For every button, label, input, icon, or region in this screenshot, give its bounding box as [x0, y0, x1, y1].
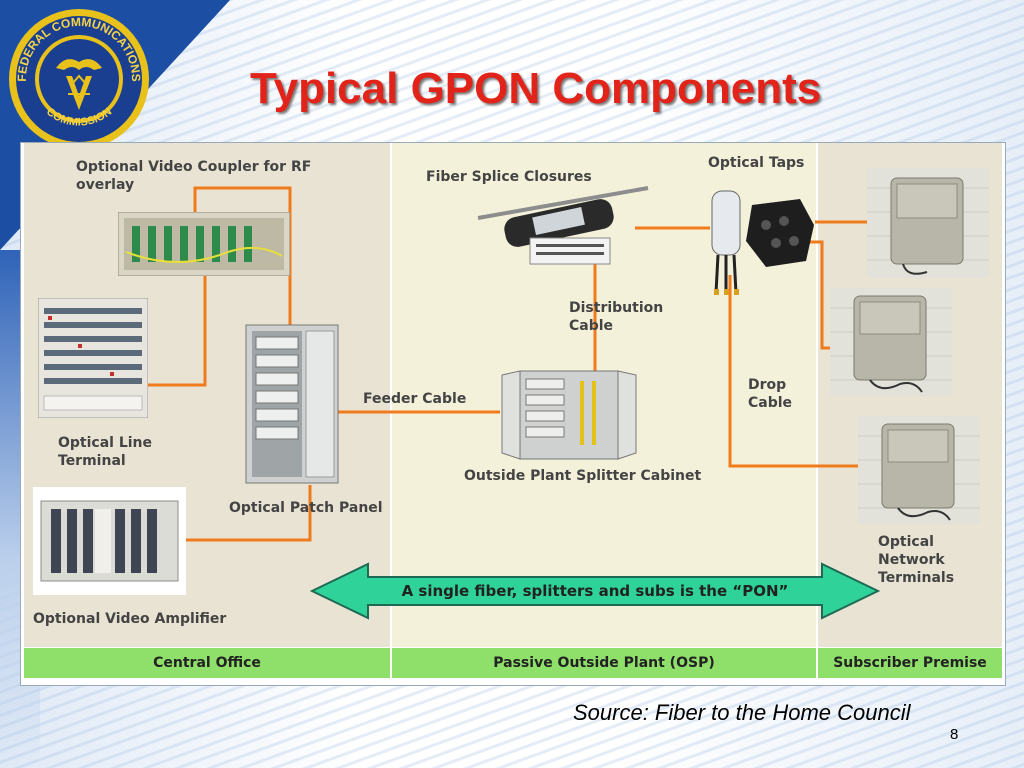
label-drop-cable: Drop Cable [748, 377, 793, 411]
ont-image-3 [858, 416, 980, 524]
pon-note: A single fiber, splitters and subs is th… [401, 582, 789, 600]
zone-label-central-office: Central Office [24, 648, 390, 678]
label-video-amplifier: Optional Video Amplifier [33, 611, 227, 627]
page-title: Typical GPON Components [250, 64, 822, 113]
ont-image-1 [867, 168, 989, 278]
label-video-coupler: Optional Video Coupler for RF overlay [76, 159, 312, 193]
pon-double-arrow [310, 562, 880, 620]
label-splice-closures: Fiber Splice Closures [426, 169, 592, 185]
video-coupler-image [118, 212, 290, 276]
splice-closure-image [477, 186, 649, 265]
label-optical-taps: Optical Taps [708, 155, 805, 171]
video-amplifier-image [33, 487, 186, 595]
patch-panel-image [245, 324, 339, 484]
source-citation: Source: Fiber to the Home Council [573, 700, 911, 725]
label-patch-panel: Optical Patch Panel [229, 500, 383, 516]
page-number: 8 [950, 726, 959, 743]
label-ont: Optical Network Terminals [878, 534, 955, 586]
label-feeder-cable: Feeder Cable [363, 391, 467, 407]
olt-image [38, 298, 148, 418]
fcc-seal-logo: FEDERAL COMMUNICATIONS COMMISSION [9, 9, 149, 149]
label-splitter-cabinet: Outside Plant Splitter Cabinet [464, 468, 702, 484]
label-olt: Optical Line Terminal [58, 435, 153, 469]
ont-image-2 [830, 288, 952, 396]
zone-label-outside-plant: Passive Outside Plant (OSP) [392, 648, 816, 678]
splitter-cabinet-image [501, 370, 637, 460]
label-distribution-cable: Distribution Cable [569, 300, 664, 334]
zone-label-subscriber-premise: Subscriber Premise [818, 648, 1002, 678]
optical-taps-image [711, 190, 814, 295]
